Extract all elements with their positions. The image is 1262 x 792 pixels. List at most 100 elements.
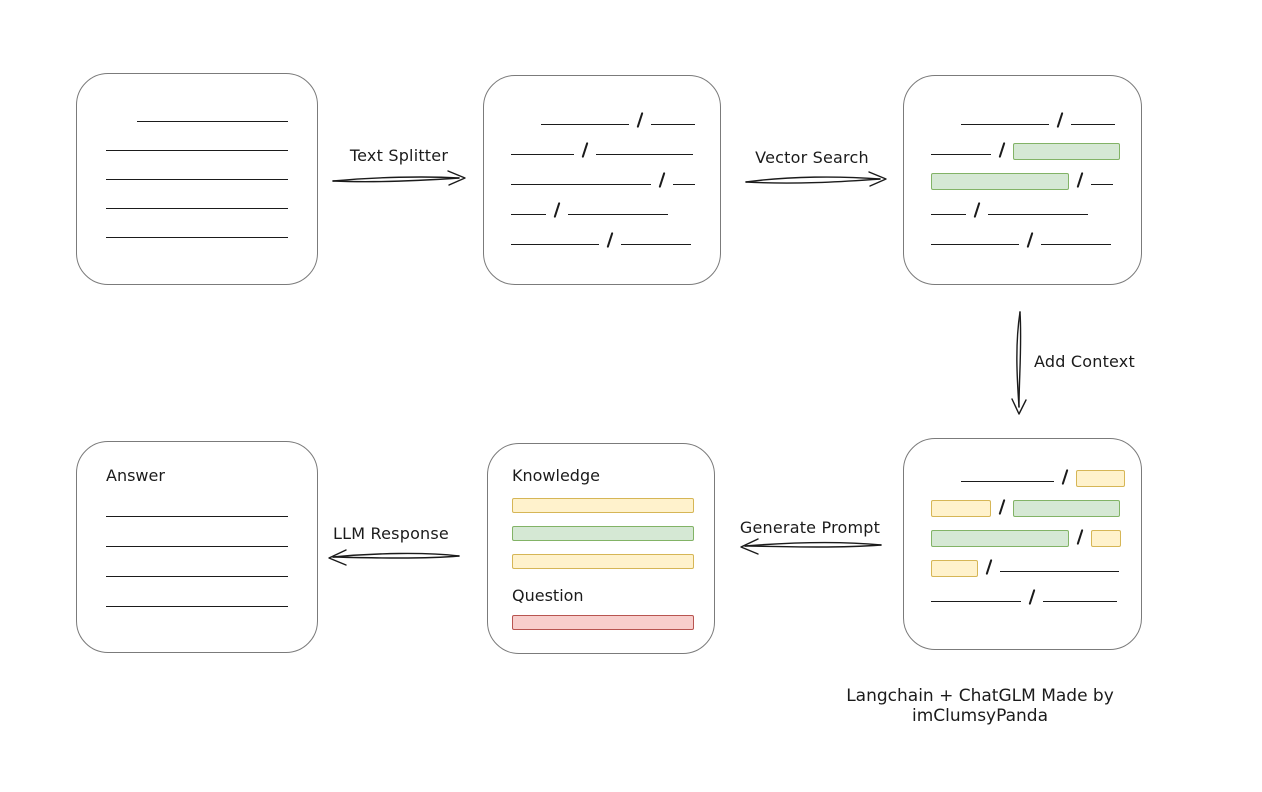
add-context-box — [903, 438, 1142, 650]
yellow-highlight-bar — [1091, 530, 1121, 547]
add-context-arrow — [1011, 311, 1027, 415]
text-splitter-arrow — [332, 170, 466, 186]
text-line — [1000, 571, 1119, 572]
red-highlight-bar — [512, 615, 694, 630]
text-line — [931, 601, 1021, 602]
yellow-highlight-bar — [1076, 470, 1125, 487]
text-line — [673, 184, 695, 185]
text-line — [961, 481, 1054, 482]
text-line — [1091, 184, 1113, 185]
text-row — [931, 188, 1141, 218]
slash-separator — [998, 142, 1006, 158]
text-line — [961, 124, 1049, 125]
document-box — [76, 73, 318, 285]
slash-separator — [1026, 232, 1034, 248]
text-splitter-label: Text Splitter — [349, 146, 449, 165]
slash-separator — [973, 202, 981, 218]
text-row — [106, 580, 317, 610]
text-row — [511, 158, 720, 188]
llm-response-label: LLM Response — [333, 524, 449, 543]
slash-separator — [606, 232, 614, 248]
text-line — [511, 214, 546, 215]
slash-separator — [1076, 172, 1084, 188]
green-highlight-bar — [931, 530, 1069, 547]
slash-separator — [636, 112, 644, 128]
text-row — [511, 188, 720, 218]
text-line — [988, 214, 1088, 215]
green-highlight-bar — [1013, 143, 1120, 160]
text-row — [106, 550, 317, 580]
text-line — [137, 121, 288, 122]
text-row — [106, 212, 317, 241]
text-line — [511, 154, 574, 155]
yellow-highlight-bar — [512, 498, 694, 513]
text-row — [931, 128, 1141, 160]
text-row — [106, 125, 317, 154]
text-row — [511, 218, 720, 248]
text-row — [106, 154, 317, 183]
slash-separator — [1028, 589, 1036, 605]
yellow-highlight-bar — [931, 560, 978, 577]
text-row — [106, 490, 317, 520]
text-row — [106, 520, 317, 550]
generate-prompt-arrow — [740, 538, 882, 555]
vector-search-result-box — [903, 75, 1142, 285]
slash-separator — [1056, 112, 1064, 128]
text-row — [106, 96, 317, 125]
text-row — [931, 98, 1141, 128]
text-row — [931, 218, 1141, 248]
slash-separator — [658, 172, 666, 188]
green-highlight-bar — [512, 526, 694, 541]
text-line — [106, 546, 288, 547]
green-highlight-bar — [931, 173, 1069, 190]
green-highlight-bar — [1013, 500, 1120, 517]
prompt-section-label: Knowledge — [512, 466, 600, 485]
text-line — [1043, 601, 1117, 602]
text-row — [931, 545, 1141, 577]
text-line — [511, 244, 599, 245]
text-row — [511, 98, 720, 128]
text-line — [651, 124, 695, 125]
text-line — [106, 150, 288, 151]
slash-separator — [998, 499, 1006, 515]
text-line — [106, 576, 288, 577]
text-line — [596, 154, 693, 155]
vector-search-label: Vector Search — [755, 148, 869, 167]
llm-response-arrow — [328, 549, 460, 566]
yellow-highlight-bar — [512, 554, 694, 569]
text-line — [568, 214, 668, 215]
yellow-highlight-bar — [931, 500, 991, 517]
text-row — [931, 575, 1141, 605]
text-line — [106, 606, 288, 607]
answer-section-label: Answer — [106, 466, 165, 485]
text-line — [106, 237, 288, 238]
slash-separator — [985, 559, 993, 575]
text-row — [931, 515, 1141, 547]
text-line — [106, 179, 288, 180]
text-row — [511, 128, 720, 158]
vector-search-arrow — [745, 171, 887, 187]
text-line — [106, 208, 288, 209]
text-row — [931, 455, 1141, 487]
slash-separator — [553, 202, 561, 218]
slash-separator — [1061, 469, 1069, 485]
text-row — [106, 183, 317, 212]
text-line — [1041, 244, 1111, 245]
text-line — [931, 154, 991, 155]
credit-text: Langchain + ChatGLM Made by imClumsyPand… — [846, 686, 1114, 726]
slash-separator — [581, 142, 589, 158]
slash-separator — [1076, 529, 1084, 545]
prompt-section-label: Question — [512, 586, 584, 605]
split-text-box — [483, 75, 721, 285]
text-line — [511, 184, 651, 185]
text-line — [931, 244, 1019, 245]
text-row — [931, 485, 1141, 517]
text-line — [931, 214, 966, 215]
add-context-label: Add Context — [1034, 352, 1135, 371]
text-line — [541, 124, 629, 125]
generate-prompt-label: Generate Prompt — [739, 518, 881, 537]
answer-box: Answer — [76, 441, 318, 653]
text-line — [1071, 124, 1115, 125]
